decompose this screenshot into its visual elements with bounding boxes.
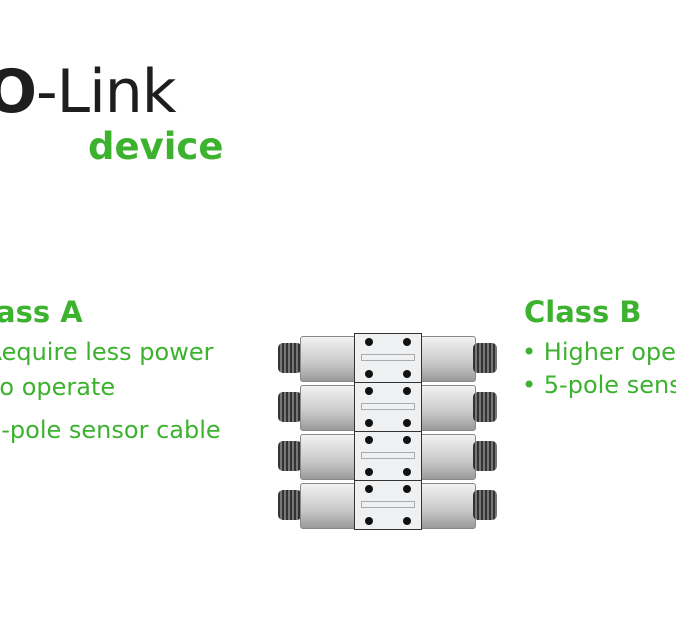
valve-unit bbox=[278, 480, 498, 530]
class-a-title: ass A bbox=[0, 295, 83, 329]
solenoid-right bbox=[418, 434, 476, 480]
connector-left bbox=[278, 392, 302, 422]
connector-left bbox=[278, 490, 302, 520]
solenoid-right bbox=[418, 385, 476, 431]
valve-unit bbox=[278, 333, 498, 383]
valve-unit bbox=[278, 382, 498, 432]
class-a-bullet-1: Require less power bbox=[0, 338, 214, 366]
class-b-title: Class B bbox=[524, 295, 642, 329]
solenoid-right bbox=[418, 336, 476, 382]
connector-right bbox=[473, 441, 497, 471]
valve-body bbox=[354, 480, 422, 530]
solenoid-left bbox=[300, 385, 358, 431]
connector-right bbox=[473, 392, 497, 422]
connector-right bbox=[473, 490, 497, 520]
solenoid-left bbox=[300, 336, 358, 382]
connector-left bbox=[278, 343, 302, 373]
class-b-bullet-2: • 5-pole sens bbox=[522, 371, 676, 399]
solenoid-left bbox=[300, 483, 358, 529]
valve-unit bbox=[278, 431, 498, 481]
logo-device-label: device bbox=[88, 125, 224, 168]
connector-right bbox=[473, 343, 497, 373]
solenoid-left bbox=[300, 434, 358, 480]
connector-left bbox=[278, 441, 302, 471]
io-link-logo: O-Link bbox=[0, 57, 177, 127]
solenoid-right bbox=[418, 483, 476, 529]
class-a-bullet-1-cont: to operate bbox=[0, 373, 116, 401]
class-a-bullet-2: 3-pole sensor cable bbox=[0, 416, 221, 444]
valve-body bbox=[354, 431, 422, 481]
class-b-bullet-1: • Higher ope bbox=[522, 338, 676, 366]
valve-body bbox=[354, 382, 422, 432]
valve-body bbox=[354, 333, 422, 383]
